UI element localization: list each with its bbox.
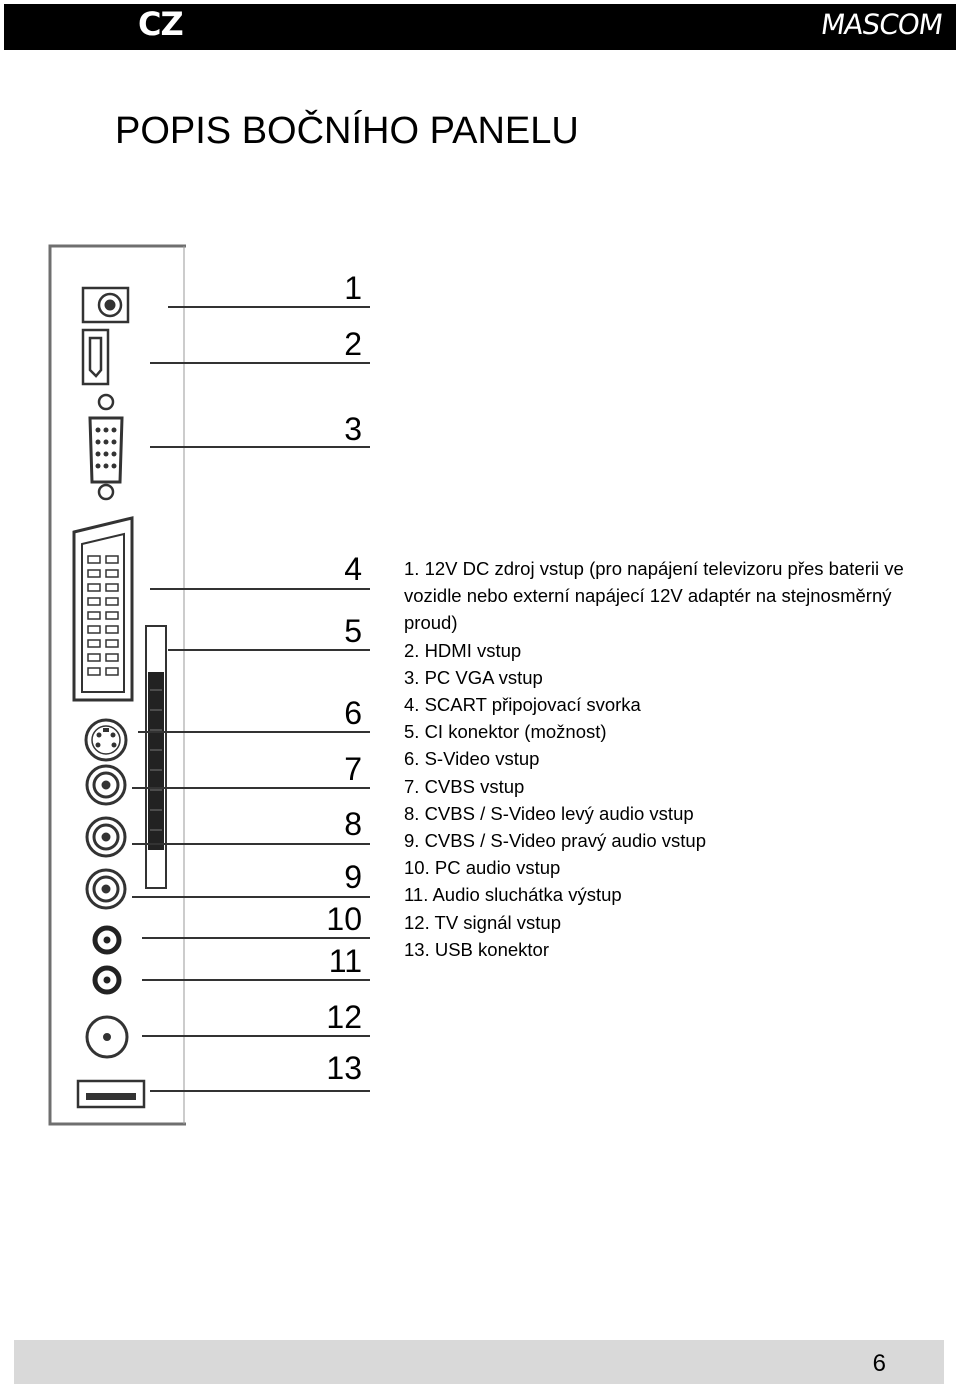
list-item: 2. HDMI vstup	[404, 639, 522, 661]
hdmi-port-icon	[81, 328, 110, 386]
page-number: 6	[872, 1350, 886, 1377]
s-video-port-icon	[84, 718, 128, 762]
list-item: 1. 12V DC zdroj vstup (pro napájení tele…	[404, 558, 904, 634]
usb-port-icon	[76, 1079, 146, 1109]
rca-jack-icon	[85, 764, 127, 806]
footer-bar	[14, 1340, 944, 1384]
callout-number-12: 12	[326, 999, 362, 1035]
callout-number-11: 11	[328, 943, 362, 979]
callout-lines	[132, 306, 370, 1092]
callout-number-13: 13	[326, 1050, 362, 1086]
rca-jack-icon	[85, 816, 127, 858]
callout-number-10: 10	[326, 901, 362, 937]
list-item: 12. TV signál vstup	[404, 911, 561, 933]
callout-number-1: 1	[344, 270, 362, 306]
callout-number-5: 5	[344, 613, 362, 649]
list-item: 10. PC audio vstup	[404, 857, 561, 879]
antenna-port-icon	[85, 1015, 129, 1059]
callout-number-7: 7	[344, 751, 362, 787]
callout-number-8: 8	[344, 806, 362, 842]
list-item: 13. USB konektor	[404, 938, 549, 960]
connector-description-list: 1. 12V DC zdroj vstup (pro napájení tele…	[404, 555, 949, 963]
dc-jack-icon	[81, 286, 130, 324]
language-code: CZ	[138, 5, 184, 43]
list-item: 11. Audio sluchátka výstup	[404, 884, 622, 906]
header-bar	[4, 4, 956, 50]
ci-slot-icon	[145, 625, 167, 889]
callout-number-4: 4	[344, 551, 362, 587]
vga-port-icon	[88, 393, 124, 501]
list-item: 8. CVBS / S-Video levý audio vstup	[404, 802, 694, 824]
callout-number-9: 9	[344, 859, 362, 895]
list-item: 9. CVBS / S-Video pravý audio vstup	[404, 830, 706, 852]
list-item: 5. CI konektor (možnost)	[404, 721, 607, 743]
mini-jack-icon	[92, 965, 122, 995]
list-item: 6. S-Video vstup	[404, 748, 540, 770]
rca-jack-icon	[85, 868, 127, 910]
panel-outline	[48, 244, 186, 1126]
mini-jack-icon	[92, 925, 122, 955]
list-item: 4. SCART připojovací svorka	[404, 694, 641, 716]
page-title: POPIS BOČNÍHO PANELU	[115, 110, 579, 152]
callout-number-6: 6	[344, 695, 362, 731]
callout-number-2: 2	[344, 326, 362, 362]
scart-port-icon	[72, 516, 134, 702]
list-item: 3. PC VGA vstup	[404, 666, 543, 688]
callout-number-3: 3	[344, 411, 362, 447]
list-item: 7. CVBS vstup	[404, 775, 525, 797]
